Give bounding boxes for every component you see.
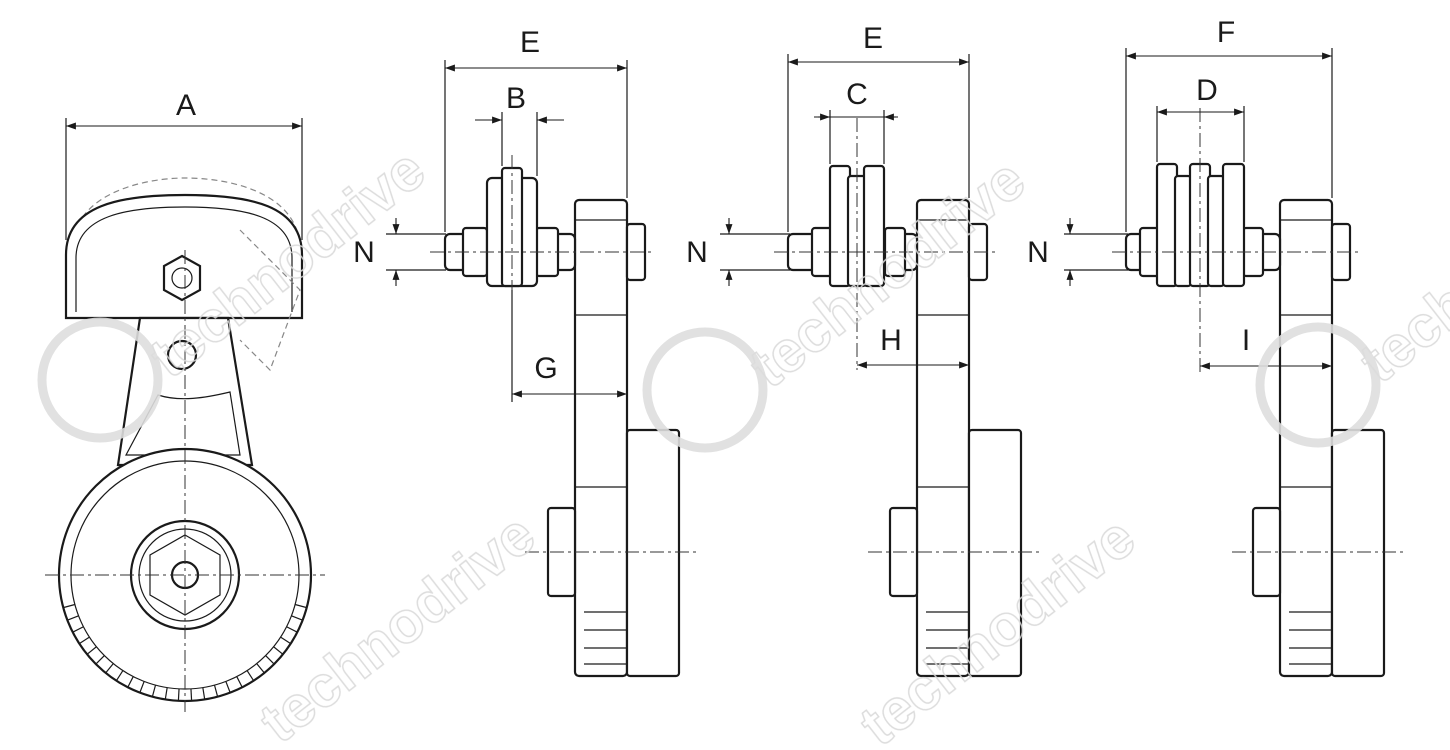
front-view: A bbox=[45, 89, 325, 712]
pulley-3-spacer-b bbox=[1206, 174, 1226, 288]
knurl-tooth bbox=[286, 626, 298, 633]
knurl-tooth bbox=[294, 603, 307, 609]
dim-label-d: D bbox=[1196, 74, 1218, 107]
grooves-3 bbox=[1289, 611, 1332, 665]
watermark-logo-circle-3 bbox=[1255, 322, 1381, 448]
dim-label-e2: E bbox=[863, 22, 883, 55]
side-view-2: E C N H bbox=[686, 22, 1042, 678]
knurl-tooth bbox=[115, 670, 124, 681]
knurl-tooth bbox=[105, 663, 114, 674]
arm-plate-1 bbox=[573, 198, 629, 678]
guard-swing-outline bbox=[71, 177, 301, 315]
pulley-2b bbox=[862, 164, 886, 288]
dim-label-n3: N bbox=[1027, 236, 1049, 269]
grooves-2 bbox=[926, 611, 969, 665]
knurl-tooth bbox=[63, 603, 76, 609]
knurl-tooth bbox=[202, 687, 206, 700]
dim-label-c: C bbox=[846, 78, 868, 111]
watermark-text-2: technodrive bbox=[738, 147, 1037, 401]
knurl-tooth bbox=[95, 655, 105, 665]
housing-2 bbox=[967, 428, 1023, 678]
knurl-tooth bbox=[127, 676, 134, 688]
knurl-tooth bbox=[79, 636, 90, 645]
dim-label-i: I bbox=[1242, 324, 1250, 357]
side-view-3: F D N I bbox=[1027, 16, 1405, 678]
pulley-3c bbox=[1221, 162, 1246, 288]
knurl-tooth bbox=[139, 681, 145, 693]
knurl-tooth bbox=[190, 688, 193, 701]
knurl-tooth bbox=[177, 688, 180, 701]
knurl-tooth bbox=[236, 676, 243, 688]
lock-nut bbox=[162, 254, 202, 302]
knurl-tooth bbox=[225, 681, 231, 693]
knurl-tooth bbox=[246, 670, 255, 681]
dim-label-h: H bbox=[880, 324, 902, 357]
watermark-logo-circle-2 bbox=[642, 327, 768, 453]
knurl-tooth bbox=[213, 684, 219, 697]
dim-label-g: G bbox=[534, 352, 557, 385]
hub-hex bbox=[149, 534, 221, 616]
dim-label-n1: N bbox=[353, 236, 375, 269]
watermark-logo-circle-1 bbox=[37, 317, 163, 443]
housing-3 bbox=[1330, 428, 1386, 678]
knurl-tooth bbox=[67, 615, 79, 621]
watermark-text-3: technodrive bbox=[1348, 142, 1450, 396]
dim-label-n2: N bbox=[686, 236, 708, 269]
arm-pivot-hole bbox=[166, 339, 198, 371]
grooves-1 bbox=[584, 611, 627, 665]
knurl-tooth bbox=[151, 684, 157, 697]
knurl-tooth bbox=[72, 626, 84, 633]
side-view-1: E B N G bbox=[353, 26, 700, 678]
knurl-tooth bbox=[273, 646, 284, 655]
lock-nut-bore bbox=[171, 267, 193, 289]
dim-label-e1: E bbox=[520, 26, 540, 59]
pulley-3-spacer-a bbox=[1173, 174, 1193, 288]
knurl-tooth bbox=[280, 636, 291, 645]
knurl-tooth bbox=[256, 663, 265, 674]
arm-swing-outline bbox=[239, 229, 301, 372]
arm-web bbox=[125, 391, 241, 456]
pulley-knurl bbox=[63, 603, 307, 701]
dim-label-f: F bbox=[1217, 16, 1235, 49]
dim-label-b: B bbox=[506, 82, 526, 115]
knurl-tooth bbox=[291, 615, 303, 621]
guard-inner-edge bbox=[75, 206, 293, 312]
knurl-tooth bbox=[265, 655, 275, 665]
knurl-tooth bbox=[164, 687, 168, 700]
knurl-tooth bbox=[86, 646, 97, 655]
dim-label-a: A bbox=[176, 89, 196, 122]
housing-1 bbox=[625, 428, 681, 678]
